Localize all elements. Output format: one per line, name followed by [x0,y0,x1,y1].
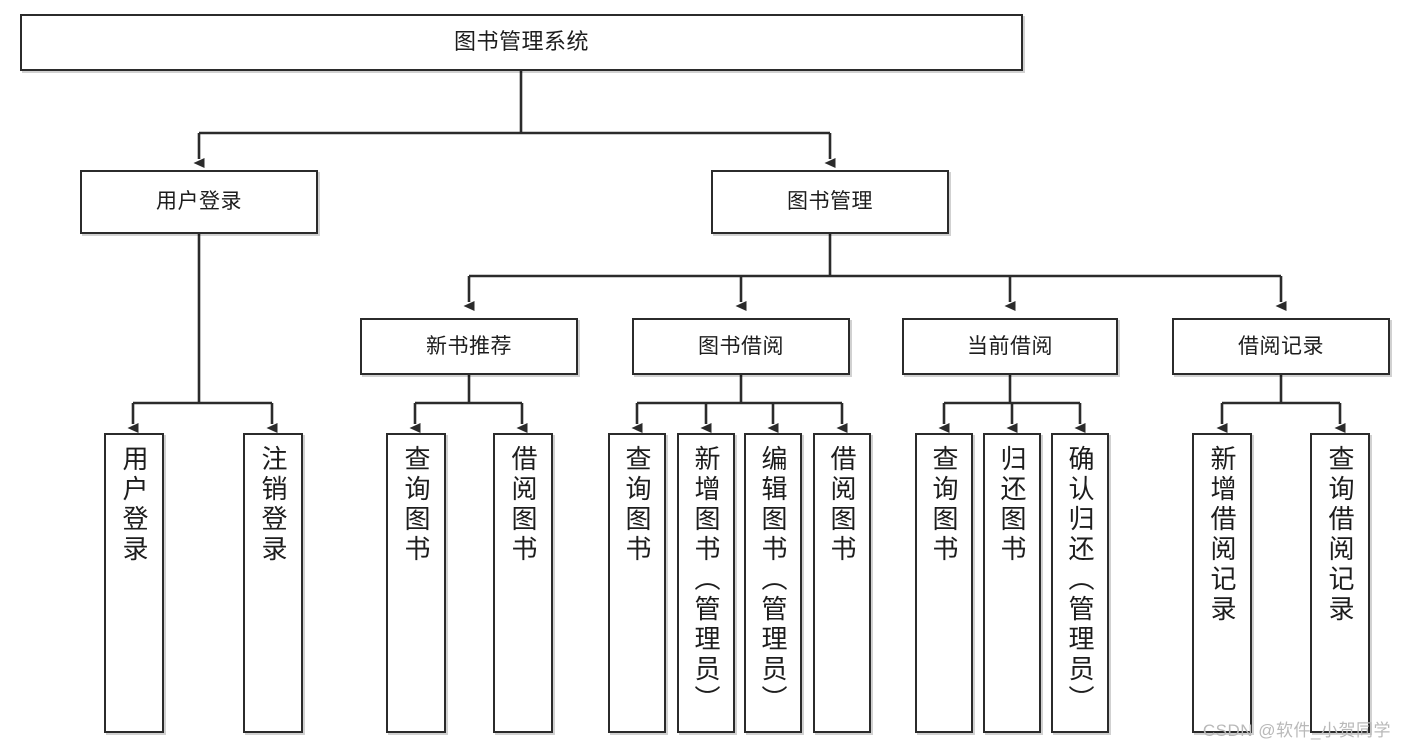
node-label: 查询图书 [401,445,431,565]
leaf-book-borrow-add-book-admin[interactable]: 新增图书（管理员） [677,433,735,733]
node-label: 当前借阅 [967,334,1053,358]
leaf-new-book-query-book[interactable]: 查询图书 [386,433,446,733]
leaf-current-borrow-query-book[interactable]: 查询图书 [915,433,973,733]
leaf-borrow-record-query-record[interactable]: 查询借阅记录 [1310,433,1370,733]
node-root-book-management-system[interactable]: 图书管理系统 [20,14,1023,71]
node-label: 借阅图书 [827,445,857,565]
node-label: 用户登录 [156,190,242,214]
node-label: 注销登录 [258,445,288,565]
node-borrow-record[interactable]: 借阅记录 [1172,318,1390,375]
leaf-book-borrow-borrow-book[interactable]: 借阅图书 [813,433,871,733]
leaf-borrow-record-add-record[interactable]: 新增借阅记录 [1192,433,1252,733]
node-label: 新书推荐 [426,334,512,358]
node-label: 新增借阅记录 [1207,445,1237,625]
leaf-book-borrow-query-book[interactable]: 查询图书 [608,433,666,733]
node-label: 借阅图书 [508,445,538,565]
node-book-borrow[interactable]: 图书借阅 [632,318,850,375]
node-label: 图书借阅 [698,334,784,358]
node-user-login[interactable]: 用户登录 [80,170,318,234]
leaf-current-borrow-return-book[interactable]: 归还图书 [983,433,1041,733]
leaf-user-login-login[interactable]: 用户登录 [104,433,164,733]
leaf-new-book-borrow-book[interactable]: 借阅图书 [493,433,553,733]
leaf-book-borrow-edit-book-admin[interactable]: 编辑图书（管理员） [744,433,802,733]
node-label: 查询图书 [929,445,959,565]
node-label: 编辑图书（管理员） [758,445,788,715]
node-label: 确认归还（管理员） [1065,445,1095,715]
node-label: 查询图书 [622,445,652,565]
watermark-text: CSDN @软件_小贺同学 [1202,721,1391,740]
node-label: 图书管理 [787,190,873,214]
leaf-user-login-logout[interactable]: 注销登录 [243,433,303,733]
node-new-book-recommend[interactable]: 新书推荐 [360,318,578,375]
node-label: 借阅记录 [1238,334,1324,358]
leaf-current-borrow-confirm-return-admin[interactable]: 确认归还（管理员） [1051,433,1109,733]
node-label: 新增图书（管理员） [691,445,721,715]
node-label: 图书管理系统 [453,29,589,55]
node-current-borrow[interactable]: 当前借阅 [902,318,1118,375]
node-label: 归还图书 [997,445,1027,565]
node-label: 用户登录 [119,445,149,565]
node-label: 查询借阅记录 [1325,445,1355,625]
node-book-management[interactable]: 图书管理 [711,170,949,234]
